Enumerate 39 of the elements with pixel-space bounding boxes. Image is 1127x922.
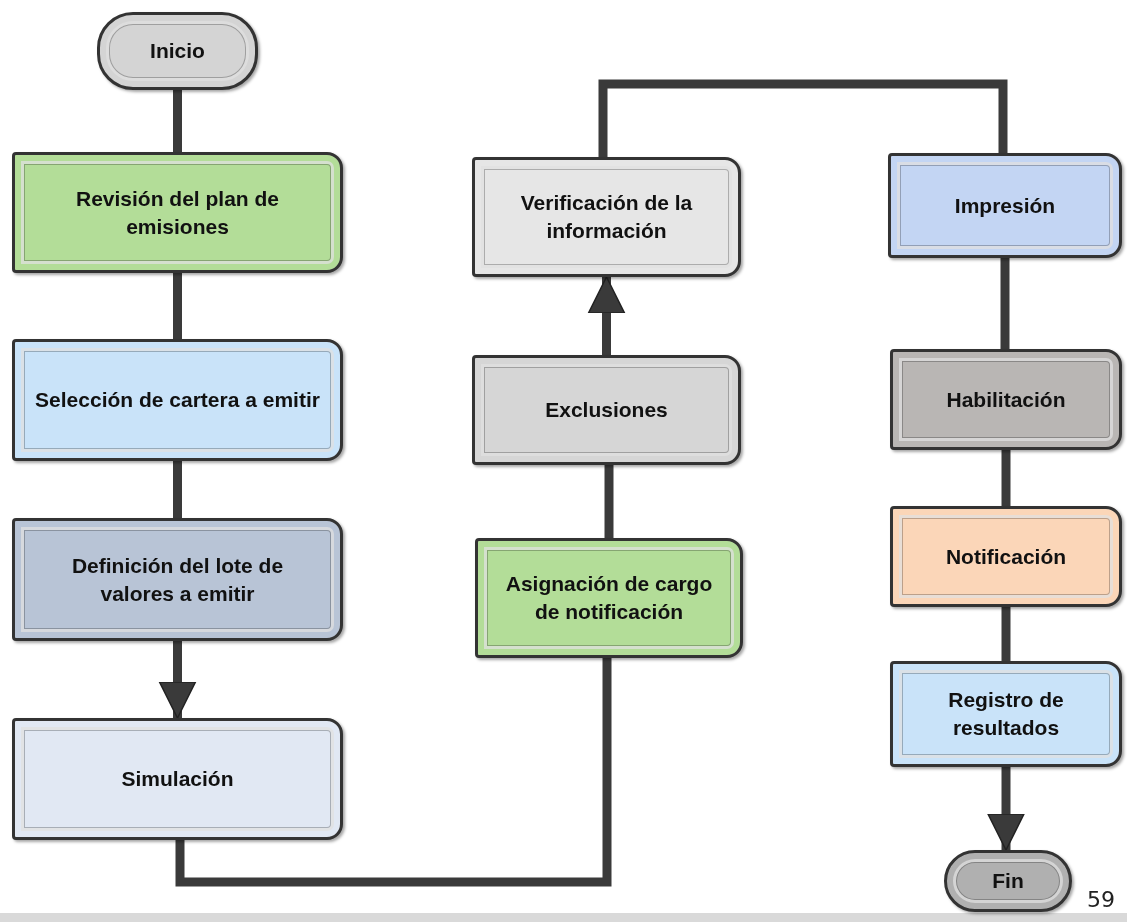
connector-line [587,276,626,355]
step-label: Verificación de la información [519,190,694,244]
process-box [472,157,741,277]
step-label: Impresión [954,192,1056,219]
step-label: Inicio [150,38,205,64]
connector-line [1001,607,1011,661]
connector-line [173,461,182,518]
connector-line [173,273,182,339]
step-label: Notificación [945,543,1067,570]
process-box [12,339,343,461]
process-box [890,349,1122,450]
step-label: Habilitación [946,386,1066,413]
process-box [12,518,343,641]
page-number: 59 [1087,887,1115,912]
connector-line [175,658,612,887]
step-label: Registro de resultados [947,687,1065,741]
step-label: Simulación [121,766,234,792]
connector-line [173,90,182,152]
step-label: Asignación de cargo de notificación [504,571,714,625]
process-box [472,355,741,465]
step-label: Exclusiones [545,397,668,423]
step-label: Revisión del plan de emisiones [74,185,281,240]
connector-line [604,465,614,538]
connector-line [1000,258,1010,349]
connector-line [1001,450,1011,506]
connector-line [598,79,1008,157]
process-box [12,718,343,840]
process-box [890,506,1122,607]
terminal-shape [97,12,258,90]
terminal-shape [944,850,1072,912]
process-box [890,661,1122,767]
process-box [12,152,343,273]
process-box [888,153,1122,258]
process-box [475,538,743,658]
step-label: Selección de cartera a emitir [35,387,320,413]
step-label: Fin [992,868,1024,894]
connector-line [987,767,1025,851]
connector-line [158,641,197,719]
step-label: Definición del lote de valores a emitir [70,552,285,607]
